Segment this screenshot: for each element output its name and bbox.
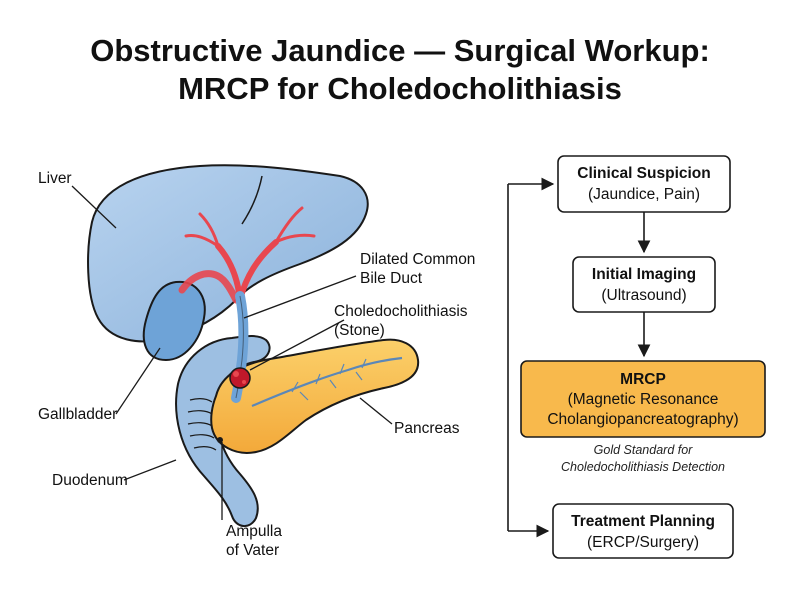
- duodenum-shape: [175, 335, 271, 527]
- pancreas-shape: [210, 338, 420, 454]
- label-cbd-line-2: Bile Duct: [360, 270, 423, 287]
- note-line-1: Gold Standard for: [594, 443, 694, 457]
- step4-title: Treatment Planning: [571, 513, 715, 530]
- step3-subtitle-line-1: (Magnetic Resonance: [568, 391, 719, 408]
- label-duodenum: Duodenum: [52, 472, 128, 489]
- gallbladder-shape: [142, 280, 206, 362]
- leader-lines: [71, 185, 393, 520]
- step3-subtitle-line-2: Cholangiopancreatography): [547, 411, 738, 428]
- title-line-1: Obstructive Jaundice — Surgical Workup:: [90, 33, 710, 68]
- title-line-2: MRCP for Choledocholithiasis: [178, 71, 622, 106]
- liver-shape: [87, 164, 369, 343]
- note-line-2: Choledocholithiasis Detection: [561, 460, 725, 474]
- label-gallbladder: Gallbladder: [38, 406, 117, 423]
- ampulla-marker: [217, 437, 223, 443]
- step4-subtitle: (ERCP/Surgery): [587, 534, 699, 551]
- label-pancreas: Pancreas: [394, 420, 460, 437]
- pancreatic-duct: [251, 356, 403, 408]
- step3-title: MRCP: [620, 371, 666, 388]
- flow-step-mrcp: MRCP (Magnetic Resonance Cholangiopancre…: [520, 360, 766, 438]
- step2-title: Initial Imaging: [592, 266, 696, 283]
- step1-subtitle: (Jaundice, Pain): [588, 186, 700, 203]
- flow-step-initial-imaging: Initial Imaging (Ultrasound): [572, 256, 716, 313]
- label-cbd-line-1: Dilated Common: [360, 251, 475, 268]
- pancreatic-duct-branches: [291, 358, 367, 401]
- flow-step-clinical-suspicion: Clinical Suspicion (Jaundice, Pain): [557, 155, 731, 213]
- label-ampulla-line-2: of Vater: [226, 542, 279, 559]
- workup-flowchart: Clinical Suspicion (Jaundice, Pain) Init…: [507, 155, 766, 559]
- cystic-duct: [178, 270, 240, 304]
- step2-subtitle: (Ultrasound): [601, 287, 686, 304]
- duodenum-folds: [187, 398, 217, 451]
- label-stone-line-2: (Stone): [334, 322, 385, 339]
- stone-marker: [229, 367, 251, 389]
- liver-fissure: [241, 175, 263, 225]
- label-stone-line-1: Choledocholithiasis: [334, 303, 468, 320]
- step1-title: Clinical Suspicion: [577, 165, 711, 182]
- flow-step-treatment-planning: Treatment Planning (ERCP/Surgery): [552, 503, 734, 559]
- label-ampulla-line-1: Ampulla: [226, 523, 282, 540]
- label-liver: Liver: [38, 170, 72, 187]
- page-title: Obstructive Jaundice — Surgical Workup: …: [0, 32, 800, 108]
- anatomy-illustration: [71, 164, 420, 527]
